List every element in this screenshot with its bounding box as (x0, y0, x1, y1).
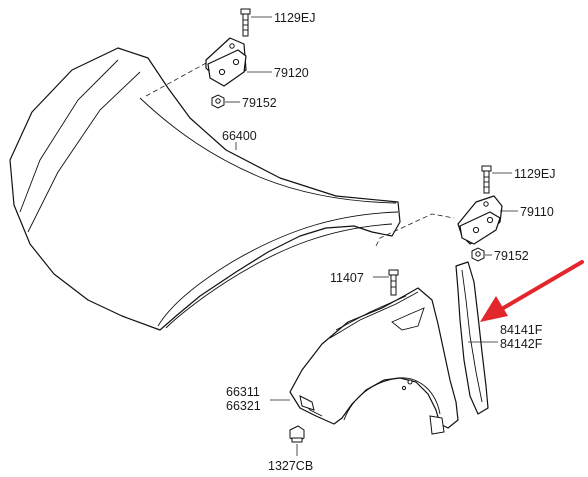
hinge-right[interactable] (457, 195, 503, 245)
label-1129ej-left: 1129EJ (274, 11, 315, 25)
nut-icon[interactable] (211, 94, 225, 109)
label-84141f: 84141F (500, 323, 543, 337)
label-11407: 11407 (330, 271, 364, 285)
bolt-icon[interactable] (240, 8, 251, 37)
hood-panel[interactable] (9, 47, 401, 331)
label-66400: 66400 (222, 129, 257, 143)
label-79110: 79110 (520, 205, 554, 219)
bolt-icon[interactable] (388, 269, 399, 296)
hinge-left[interactable] (205, 37, 247, 87)
label-66321: 66321 (226, 399, 261, 413)
label-84142f: 84142F (500, 337, 543, 351)
label-79120: 79120 (274, 66, 309, 80)
label-1129ej-right: 1129EJ (514, 167, 555, 181)
nut-icon[interactable] (471, 247, 485, 262)
fender-seal[interactable] (455, 261, 489, 415)
front-fender[interactable] (289, 287, 459, 435)
label-66311: 66311 (226, 385, 260, 399)
nut-icon[interactable] (289, 425, 305, 443)
label-79152-left: 79152 (242, 96, 277, 110)
red-callout-arrow-icon (480, 260, 584, 322)
bolt-icon[interactable] (481, 165, 492, 194)
label-79152-right: 79152 (494, 249, 529, 263)
label-1327cb: 1327CB (268, 459, 313, 473)
